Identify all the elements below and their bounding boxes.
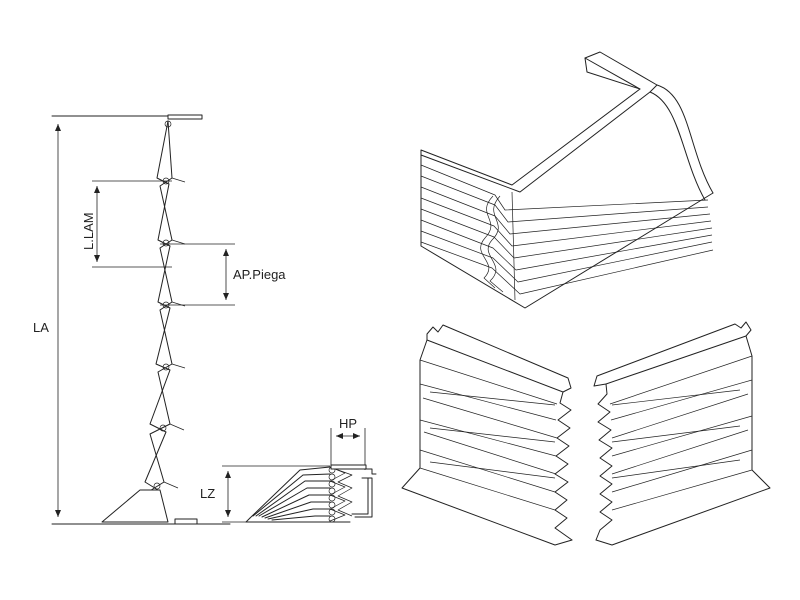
l-lam-label: L.LAM <box>81 212 96 250</box>
side-profile-view: LA L.LAM AP.Piega <box>33 114 286 525</box>
isometric-bellows-right <box>593 321 771 546</box>
isometric-bellows-left <box>401 324 573 546</box>
la-label: LA <box>33 320 49 335</box>
isometric-bellows-top <box>420 51 714 309</box>
pleat-profile <box>119 120 171 523</box>
compressed-pleats <box>249 466 353 522</box>
bellows-layers <box>420 154 714 309</box>
compressed-section-view: HP LZ <box>200 416 377 523</box>
hp-label: HP <box>339 416 357 431</box>
ap-piega-label: AP.Piega <box>233 267 286 282</box>
lz-label: LZ <box>200 486 215 501</box>
